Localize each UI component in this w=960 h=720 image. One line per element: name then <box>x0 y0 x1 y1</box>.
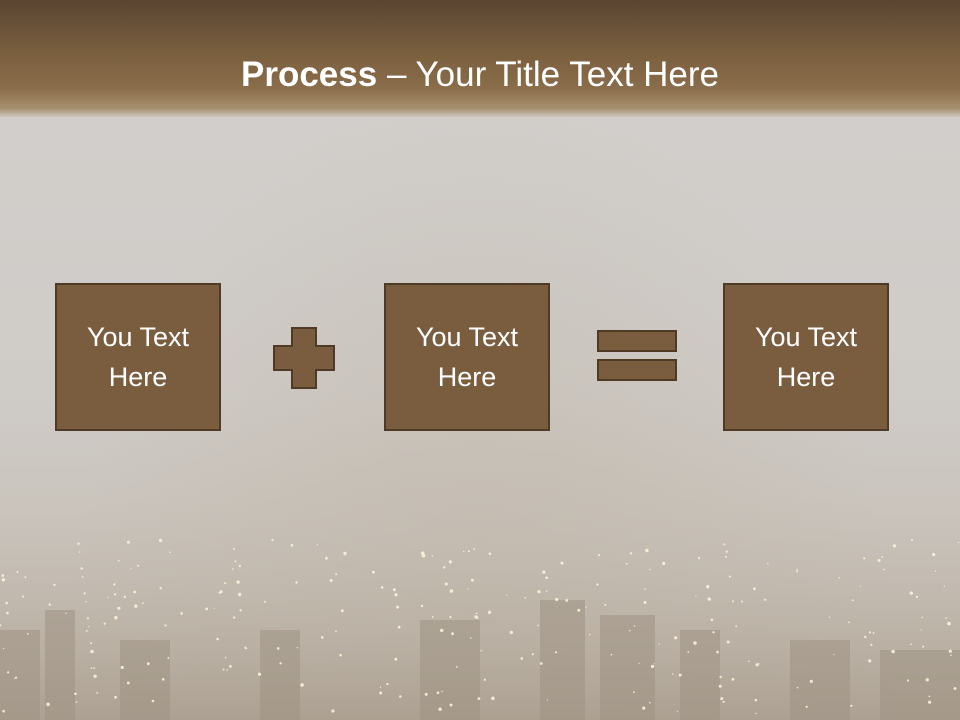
process-box-2[interactable]: You Text Here <box>384 283 550 431</box>
process-box-2-label: You Text Here <box>415 322 519 392</box>
slide-title-bold: Process <box>241 55 378 94</box>
process-box-3[interactable]: You Text Here <box>723 283 889 431</box>
process-box-3-label: You Text Here <box>754 322 858 392</box>
process-box-1-label: You Text Here <box>86 322 190 392</box>
title-bar <box>0 0 960 118</box>
city-lights-image <box>0 480 960 720</box>
slide-title: Process – Your Title Text Here <box>0 52 960 98</box>
equals-icon <box>597 330 677 381</box>
slide-title-rest: – Your Title Text Here <box>377 55 719 94</box>
plus-icon <box>273 327 335 389</box>
process-box-1[interactable]: You Text Here <box>55 283 221 431</box>
